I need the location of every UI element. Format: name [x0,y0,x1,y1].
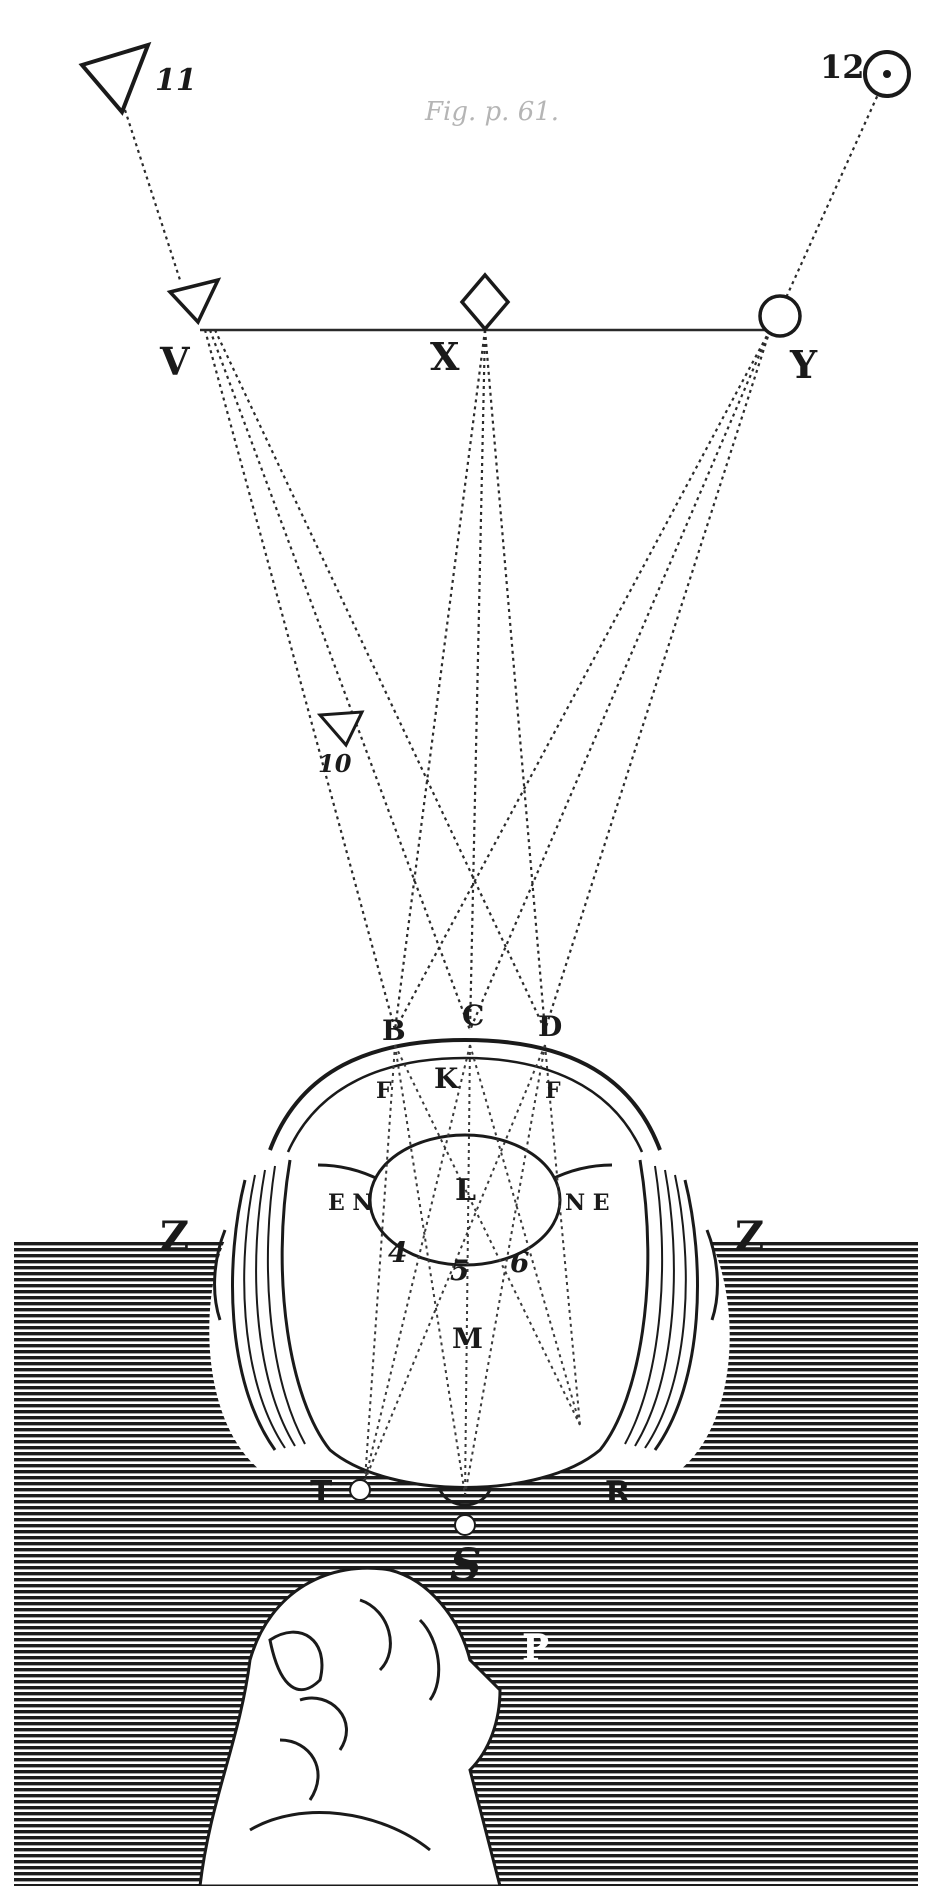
label-z-right: Z [735,1213,764,1260]
eyeball [231,1037,699,1507]
label-y: Y [789,342,818,387]
label-11: 11 [155,63,197,98]
triangle-v-icon [166,277,222,326]
retina-point-t [349,1479,371,1501]
label-z-left: Z [160,1213,189,1260]
label-v: V [159,339,191,384]
triangle-11-icon [78,41,152,116]
socket-horn-left [213,1229,227,1321]
label-k: K [434,1062,460,1095]
label-m: M [452,1322,483,1355]
label-l: L [455,1173,476,1208]
observer-head [198,1566,502,1886]
label-s: S [450,1540,482,1591]
triangle-10-icon [316,710,365,748]
diamond-x-icon [459,272,511,332]
label-12: 12 [820,48,865,86]
label-r: R [605,1475,631,1510]
label-x: X [430,334,460,379]
label-p: P [522,1627,549,1669]
circle-y-icon [758,294,802,338]
label-10: 10 [318,749,352,778]
label-f-right: F [545,1078,561,1104]
label-4: 4 [388,1236,407,1269]
optic-nerve-point-s [454,1514,476,1536]
label-en-right: N E [565,1190,610,1216]
label-b: B [382,1014,406,1047]
label-en-left: E N [328,1190,373,1216]
label-t: T [310,1475,333,1510]
label-c: C [462,999,484,1032]
label-f-left: F [376,1078,392,1104]
label-5: 5 [450,1254,469,1287]
figure-caption: Fig. p. 61. [424,97,559,127]
socket-horn-right [705,1229,719,1321]
label-6: 6 [510,1246,529,1279]
circle-12-icon [863,50,911,98]
label-d: D [538,1010,562,1043]
